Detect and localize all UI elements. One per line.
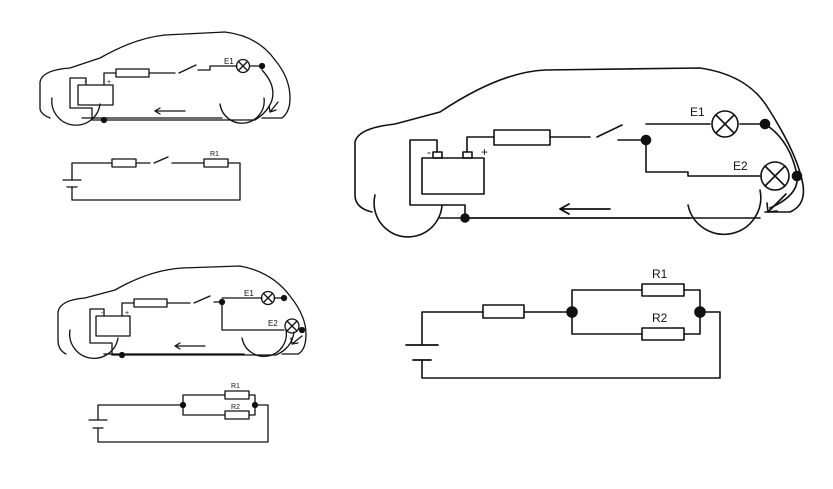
- label-e1: E1: [690, 105, 705, 119]
- junction-dot: [791, 170, 803, 182]
- junction-dot: [298, 326, 306, 334]
- schematic-parallel-large: [405, 283, 721, 379]
- battery-minus-label: -: [84, 79, 87, 86]
- lamp-cross: [262, 292, 274, 304]
- fuse: [133, 298, 168, 308]
- battery-minus-label: -: [101, 310, 104, 317]
- fuse: [115, 68, 150, 78]
- battery-terminal: [462, 151, 473, 159]
- battery-plus-label: +: [107, 79, 111, 86]
- label-e1: E1: [224, 57, 234, 66]
- battery-terminal: [432, 151, 443, 159]
- car-rear-wheel: [51, 97, 101, 126]
- label-r1: R1: [210, 151, 219, 158]
- junction-dot: [251, 401, 259, 409]
- battery-symbol: [405, 344, 439, 361]
- car-rear-wheel: [373, 194, 443, 238]
- lamp-e1-icon: [711, 110, 739, 138]
- junction-dot: [759, 118, 771, 130]
- lamp-e1-icon: [260, 290, 276, 306]
- battery: [77, 84, 114, 106]
- schematic-resistor-r1: [641, 283, 685, 297]
- lamp-e2-icon: [760, 161, 790, 191]
- schematic-parallel-small: [88, 390, 269, 443]
- wires: [69, 64, 274, 121]
- current-arrow-icon: [268, 101, 279, 113]
- lamp-e1-icon: [235, 58, 251, 74]
- battery-symbol: [88, 419, 108, 429]
- current-arrow-icon: [154, 107, 186, 115]
- car-body-outline: [57, 265, 307, 355]
- junction-dot: [640, 134, 652, 146]
- label-r1: R1: [652, 267, 668, 281]
- car-front-wheel: [219, 97, 265, 124]
- lamp-cross: [715, 114, 735, 134]
- label-r2: R2: [231, 404, 240, 411]
- wires: [89, 295, 295, 356]
- battery: [95, 315, 131, 337]
- current-arrow-icon: [766, 193, 787, 213]
- label-e2: E2: [733, 159, 748, 173]
- car-diagram-two-lamps-small: [57, 265, 307, 359]
- car-diagram-two-lamps-large: [354, 67, 805, 238]
- car-body-outline: [354, 67, 805, 219]
- schematic-wires: [71, 156, 241, 201]
- lamp-cross: [237, 60, 249, 72]
- car-front-wheel: [241, 329, 288, 358]
- car-diagram-single-lamp: [39, 31, 291, 126]
- label-e1: E1: [244, 289, 254, 298]
- fuse: [493, 129, 551, 146]
- car-front-wheel: [687, 189, 762, 236]
- schematic-single-resistor: [62, 156, 241, 201]
- junction-dot: [460, 213, 470, 223]
- junction-dot: [566, 306, 578, 318]
- schematic-resistor-r1: [224, 390, 250, 400]
- schematic-resistor-r2: [224, 410, 250, 420]
- battery-minus-label: -: [427, 145, 431, 159]
- schematic-resistor-fuse: [111, 158, 137, 168]
- current-arrow-icon: [559, 203, 611, 215]
- battery-plus-label: +: [125, 310, 129, 317]
- schematic-fuse: [482, 304, 525, 319]
- junction-dot: [218, 298, 226, 306]
- battery: [421, 157, 485, 195]
- car-rear-wheel: [69, 329, 119, 359]
- battery-plus-label: +: [481, 145, 488, 159]
- schematic-resistor-r1: [203, 158, 229, 168]
- junction-dot: [100, 116, 108, 124]
- current-arrow-icon: [174, 342, 206, 350]
- junction-dot: [694, 306, 706, 318]
- battery-symbol: [62, 179, 82, 188]
- junction-dot: [258, 62, 266, 70]
- lamp-cross: [764, 165, 786, 187]
- junction-dot: [179, 401, 187, 409]
- lamp-e2-icon: [284, 318, 300, 334]
- junction-dot: [118, 351, 126, 359]
- label-e2: E2: [268, 319, 278, 328]
- label-r2: R2: [652, 311, 668, 325]
- junction-dot: [280, 294, 288, 302]
- current-arrow-icon: [290, 335, 303, 345]
- lamp-cross: [286, 320, 298, 332]
- schematic-resistor-r2: [641, 327, 685, 341]
- label-r1: R1: [231, 383, 240, 390]
- schematic-wires: [421, 289, 721, 379]
